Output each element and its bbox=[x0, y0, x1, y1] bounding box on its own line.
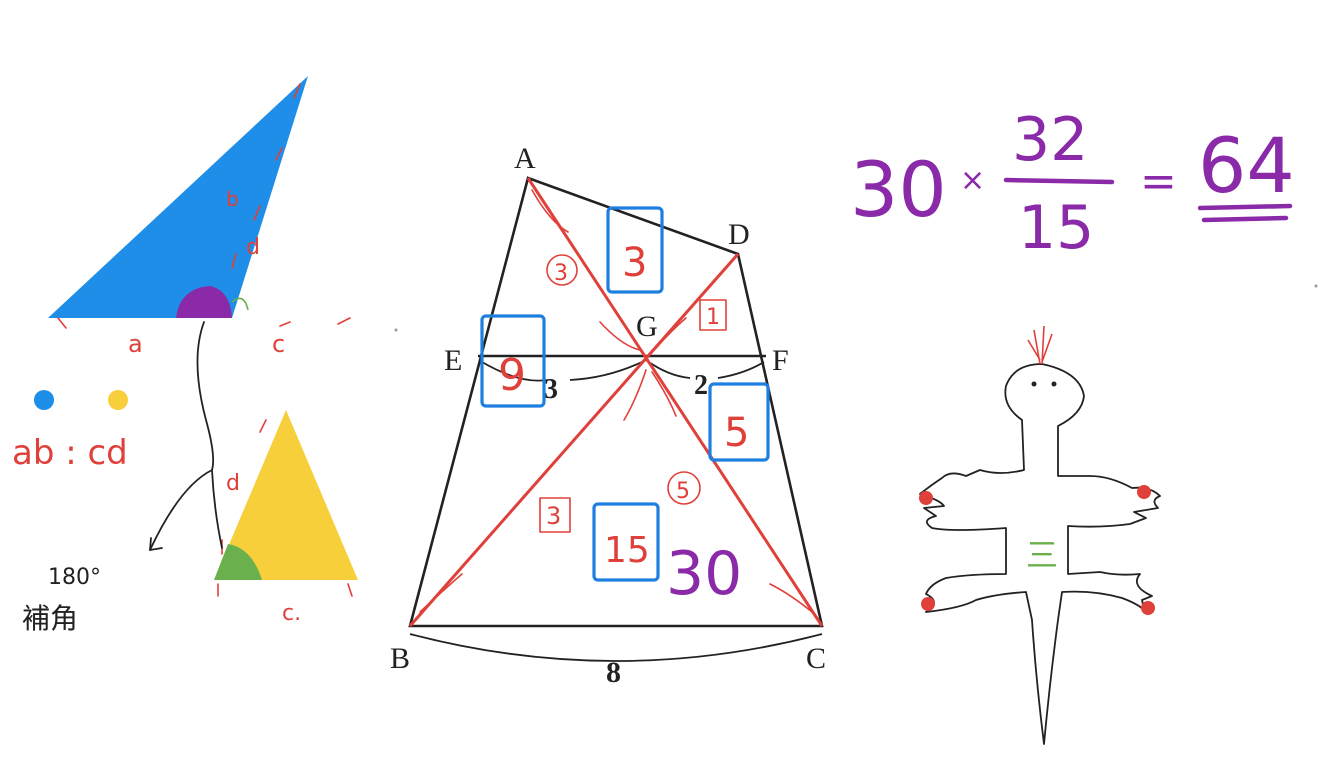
square-BG-box bbox=[539, 497, 571, 533]
yellow-triangle bbox=[214, 410, 358, 580]
diagonal-BD bbox=[408, 253, 740, 627]
equation-times: × bbox=[960, 163, 985, 198]
length-GF: 2 bbox=[694, 370, 708, 401]
ratio-text: ab : cd bbox=[12, 433, 128, 473]
label-b: b bbox=[226, 187, 239, 211]
total-area: 30 bbox=[666, 539, 742, 609]
doodle-body bbox=[919, 363, 1161, 745]
tick-marks-bottom bbox=[217, 419, 353, 597]
area-DFC: 5 bbox=[724, 410, 749, 456]
square-DG: 1 bbox=[706, 305, 720, 330]
equation-equals: = bbox=[1140, 156, 1177, 207]
doodle-belly-mark: 三 bbox=[1026, 536, 1058, 574]
vertex-A: A bbox=[514, 142, 536, 175]
label-d-top: d bbox=[246, 235, 260, 260]
equation-factor: 30 bbox=[850, 145, 947, 234]
vertex-E: E bbox=[444, 344, 462, 377]
circled-AG: 3 bbox=[554, 261, 568, 286]
circled-GC: 5 bbox=[676, 479, 690, 504]
stray-dot-right bbox=[1314, 284, 1318, 288]
square-DG-box bbox=[699, 299, 727, 331]
pointer-curve bbox=[149, 321, 223, 551]
green-angle-arc-top bbox=[231, 297, 249, 311]
equation-result: 64 bbox=[1198, 121, 1295, 210]
circled-GC-ring bbox=[667, 471, 701, 505]
fraction-bar bbox=[1003, 177, 1115, 185]
label-a: a bbox=[128, 330, 143, 358]
equation-numerator: 32 bbox=[1012, 105, 1088, 175]
length-EG: 3 bbox=[544, 374, 558, 405]
area-AEB: 9 bbox=[498, 350, 526, 401]
vertex-F: F bbox=[772, 344, 789, 377]
arc-EG bbox=[481, 359, 647, 382]
area-BGC: 15 bbox=[604, 530, 650, 571]
result-underline-2 bbox=[1201, 215, 1289, 223]
creature-doodle: 三 bbox=[919, 325, 1161, 745]
doodle-eye-left bbox=[1031, 381, 1037, 387]
angle-180-text: 180° bbox=[48, 565, 101, 590]
yellow-dot bbox=[108, 390, 128, 410]
length-BC: 8 bbox=[606, 656, 621, 689]
vertex-D: D bbox=[728, 218, 750, 251]
doodle-dot-lower-left bbox=[921, 597, 935, 611]
supplement-text: 補角 bbox=[22, 602, 78, 635]
area-AGD: 3 bbox=[622, 240, 647, 286]
label-c: c bbox=[272, 330, 285, 358]
vertex-B: B bbox=[390, 642, 410, 675]
diagonal-AC bbox=[526, 177, 824, 627]
result-underline-1 bbox=[1197, 203, 1293, 211]
doodle-dot-lower-right bbox=[1141, 601, 1155, 615]
blue-dot bbox=[34, 390, 54, 410]
pointer-arrowhead bbox=[149, 537, 163, 551]
trapezoid-figure: A D G E F B C 3 2 8 3 5 1 3 3 9 5 15 30 bbox=[390, 142, 826, 689]
vertex-C: C bbox=[806, 642, 826, 675]
purple-angle-marker bbox=[176, 286, 232, 318]
doodle-dot-upper-left bbox=[919, 491, 933, 505]
doodle-eye-right bbox=[1051, 381, 1057, 387]
arc-BC bbox=[409, 633, 823, 662]
stray-dot bbox=[394, 328, 398, 332]
area-box-AGD bbox=[606, 206, 664, 294]
left-sketch: b d a c ab : cd d c. 180° 補角 bbox=[12, 76, 358, 635]
label-c-bottom: c. bbox=[282, 601, 301, 626]
doodle-dot-upper-right bbox=[1137, 485, 1151, 499]
tick-marks-top bbox=[57, 83, 351, 329]
area-box-BGC bbox=[592, 502, 660, 582]
red-arcs bbox=[419, 189, 813, 613]
label-d-bottom: d bbox=[226, 471, 240, 496]
green-angle-wedge bbox=[214, 544, 262, 580]
equation-denominator: 15 bbox=[1018, 193, 1094, 263]
equation: 30 × 32 15 = 64 bbox=[850, 105, 1295, 263]
doodle-antenna bbox=[1027, 325, 1053, 365]
square-BG: 3 bbox=[546, 502, 561, 530]
vertex-G: G bbox=[636, 310, 658, 343]
blue-triangle bbox=[48, 76, 308, 318]
area-box-DFC bbox=[708, 382, 770, 462]
circled-AG-ring bbox=[546, 254, 578, 286]
area-box-AEB bbox=[480, 314, 546, 408]
